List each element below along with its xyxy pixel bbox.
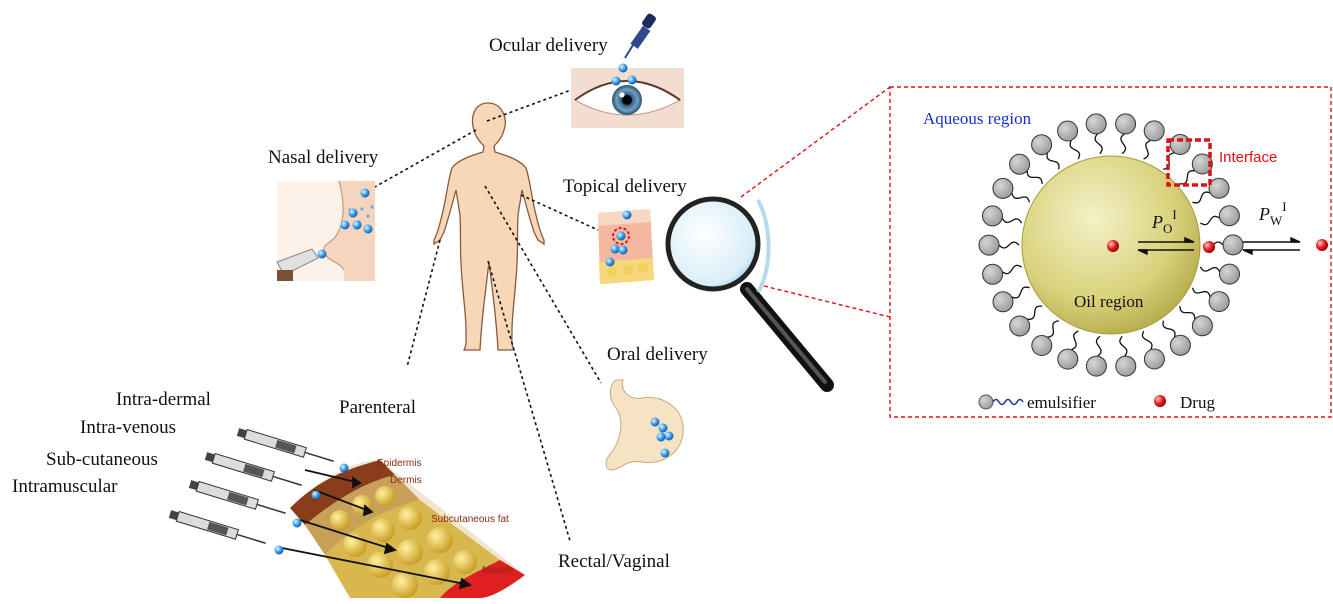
emulsifier-head <box>1192 316 1212 336</box>
human-body <box>434 103 544 350</box>
emulsifier-head <box>1220 264 1240 284</box>
emulsifier-tail <box>1047 153 1059 169</box>
emulsifier-head <box>1144 121 1164 141</box>
pw-label: PWI <box>1258 199 1287 228</box>
legend: emulsifier Drug <box>979 393 1215 412</box>
emulsifier-head <box>979 235 999 255</box>
subcutaneous-fat-label: Subcutaneous fat <box>431 514 509 525</box>
emulsifier-head <box>1209 292 1229 312</box>
drug-in-water <box>1316 239 1328 251</box>
emulsifier-head <box>1032 336 1052 356</box>
emulsifier-tail <box>1192 192 1210 203</box>
intravenous-label: Intra-venous <box>80 417 176 438</box>
legend-drug-label: Drug <box>1180 393 1215 412</box>
emulsifier-head <box>1058 349 1078 369</box>
emulsifier-head <box>993 178 1013 198</box>
connector-parenteral <box>407 240 440 367</box>
emulsifier-tail <box>1120 336 1127 356</box>
topical-label: Topical delivery <box>563 176 687 197</box>
emulsifier-tail <box>1095 134 1102 154</box>
emulsifier-tail <box>1096 336 1101 356</box>
emulsifier-tail <box>1048 321 1059 337</box>
emulsifier-head <box>1010 154 1030 174</box>
intradermal-label: Intra-dermal <box>116 389 211 410</box>
emulsifier-head <box>1223 235 1243 255</box>
emulsifier-head <box>1058 121 1078 141</box>
emulsifier-tail <box>1163 321 1175 337</box>
emulsifier-head <box>1086 114 1106 134</box>
connector-ocular <box>487 90 571 121</box>
emulsifier-tail <box>1002 218 1022 223</box>
oral-label: Oral delivery <box>607 344 708 365</box>
skin-cross-section: Epidermis Dermis Subcutaneous fat Muscle <box>282 458 525 598</box>
nasal-label: Nasal delivery <box>268 147 379 168</box>
emulsifier-head <box>1170 335 1190 355</box>
dermis-label: Dermis <box>390 475 422 486</box>
emulsifier-head <box>1010 316 1030 336</box>
skin-block-illustration <box>598 209 654 284</box>
drug-at-interface <box>1203 241 1215 253</box>
emulsifier-head <box>1086 356 1106 376</box>
aqueous-region-label: Aqueous region <box>923 109 1032 128</box>
emulsifier-head <box>1116 114 1136 134</box>
emulsifier-head <box>993 292 1013 312</box>
stomach-illustration <box>606 380 683 470</box>
emulsifier-tail <box>1193 288 1211 297</box>
emulsifier-tail <box>1180 306 1195 319</box>
epidermis-label: Epidermis <box>377 458 421 469</box>
emulsifier-tail <box>1200 216 1219 224</box>
legend-tail-icon <box>993 400 1023 405</box>
connector-rectal <box>488 261 570 541</box>
emulsifier-head <box>983 206 1003 226</box>
legend-emulsifier-icon <box>979 395 993 409</box>
emulsifier-tail <box>1142 331 1152 350</box>
nose-illustration <box>277 181 375 281</box>
emulsifier-tail <box>1027 171 1042 184</box>
emulsifier-head <box>1144 349 1164 369</box>
emulsifier-tail <box>1144 140 1151 159</box>
interface-label: Interface <box>1219 149 1277 166</box>
emulsifier-head <box>1209 178 1229 198</box>
emulsifier-tail <box>1180 171 1195 184</box>
eye-illustration <box>571 68 684 128</box>
legend-drug-icon <box>1154 395 1166 407</box>
emulsifier-head <box>1170 135 1190 155</box>
emulsifier-tail <box>1012 287 1030 298</box>
muscle-label: Muscle <box>482 565 514 576</box>
legend-emulsifier-label: emulsifier <box>1027 393 1096 412</box>
emulsifier-tail <box>1070 140 1080 159</box>
intramuscular-label: Intramuscular <box>12 476 118 497</box>
emulsifier-tail <box>1027 306 1042 319</box>
dropper-icon <box>625 12 657 58</box>
equilibrium-arrows-pw <box>1243 238 1300 254</box>
emulsifier-head <box>1032 135 1052 155</box>
emulsifier-tail <box>1071 331 1078 350</box>
emulsifier-tail <box>1012 193 1030 202</box>
drug-in-oil <box>1107 240 1119 252</box>
emulsifier-head <box>983 264 1003 284</box>
parenteral-label: Parenteral <box>339 397 416 418</box>
subcutaneous-label: Sub-cutaneous <box>46 449 158 470</box>
rectal-label: Rectal/Vaginal <box>558 551 670 572</box>
emulsifier-tail <box>999 242 1019 248</box>
emulsifier-head <box>1219 206 1239 226</box>
emulsifier-tail <box>1002 265 1021 273</box>
emulsifier-tail <box>1121 134 1126 154</box>
ocular-label: Ocular delivery <box>489 35 608 56</box>
emulsifier-head <box>1116 356 1136 376</box>
oil-region-label: Oil region <box>1074 292 1144 311</box>
emulsifier-tail <box>1200 267 1220 272</box>
